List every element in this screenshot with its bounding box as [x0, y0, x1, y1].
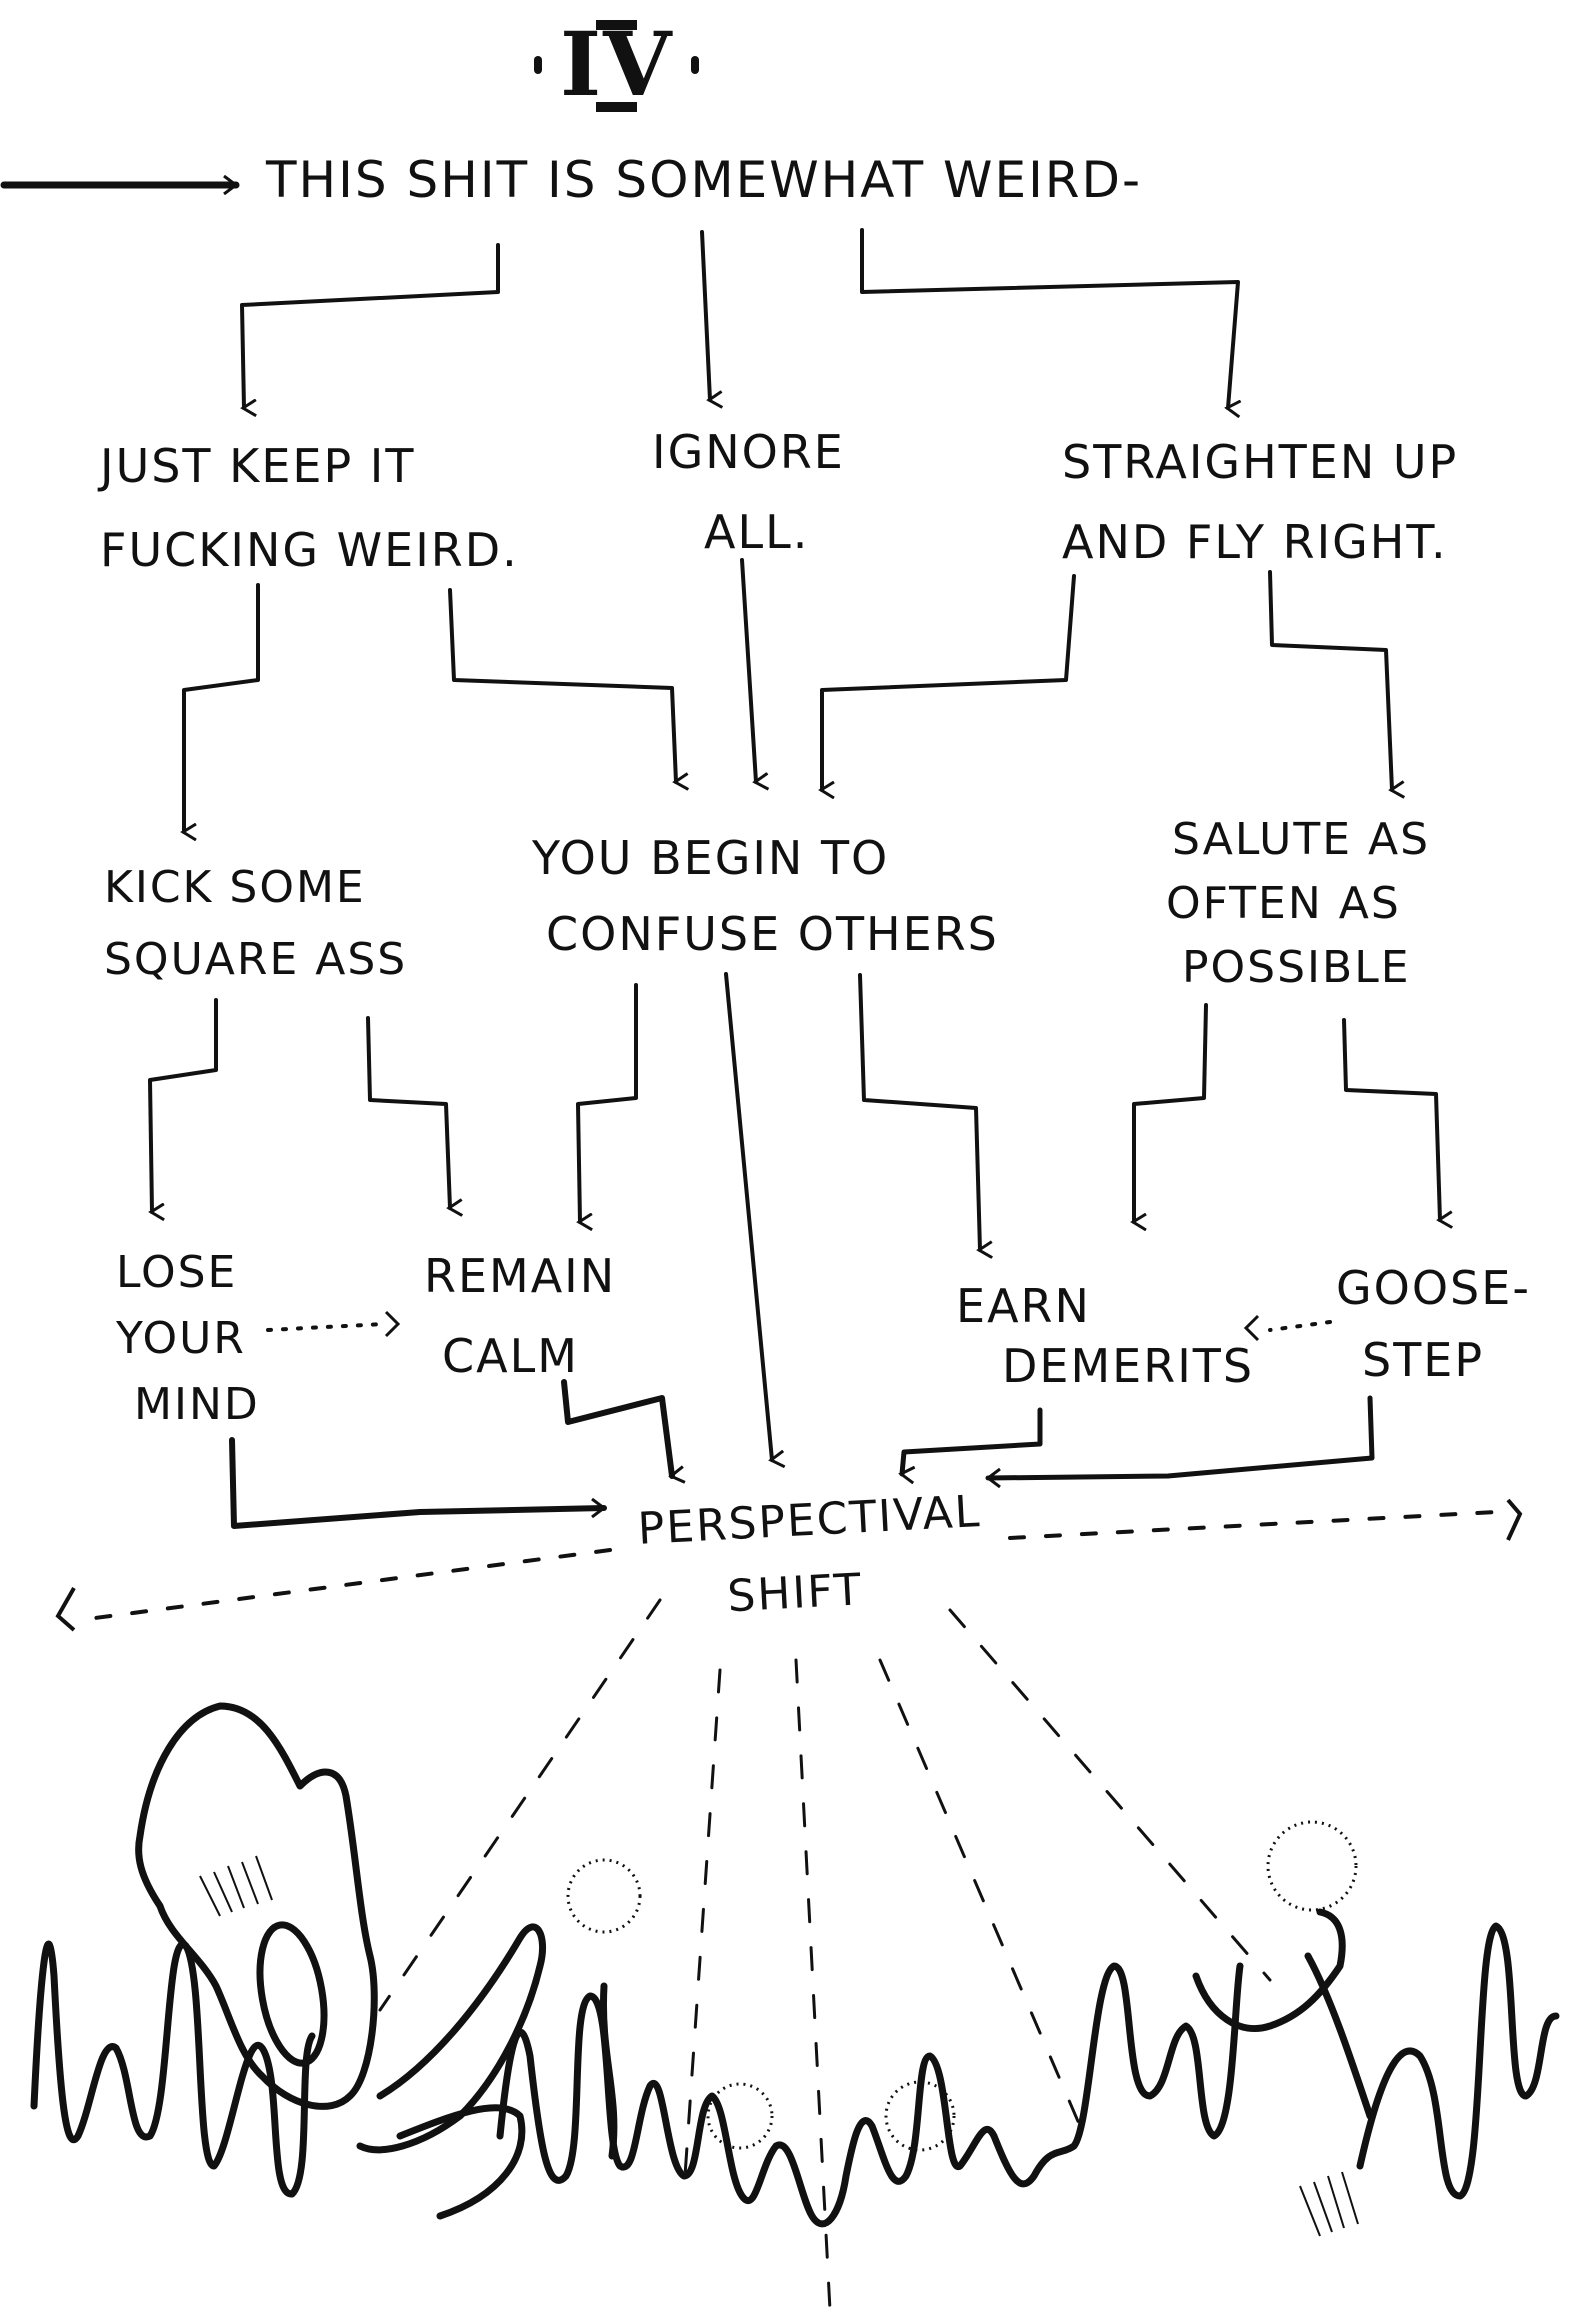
hatching-right	[1299, 2171, 1359, 2237]
glow-4	[1266, 1820, 1358, 1912]
wavy-ground	[30, 1940, 316, 2198]
figure-arm	[356, 1923, 547, 2154]
edge-root-straighten	[860, 228, 1238, 408]
sprout-right	[1304, 1952, 1374, 2120]
edge-confuse-shift	[724, 972, 772, 1460]
node-kick-line-2: square ass	[104, 934, 408, 985]
figure-head	[135, 1702, 378, 2110]
node-perspectival-shift: Perspectival shift	[636, 1476, 987, 1638]
edge-kick-lose-mind	[148, 998, 218, 1212]
node-salute: Salute as often as possible	[1166, 808, 1430, 1000]
edge-confuse-earn	[858, 973, 980, 1250]
edge-keep-weird-confuse	[448, 588, 676, 782]
dotted-arrowhead-left	[1243, 1314, 1260, 1342]
node-straighten: Straighten up and fly right.	[1062, 422, 1458, 582]
right-edge-arrowhead	[1506, 1498, 1523, 1541]
node-earn-demerits-line-1: Earn	[956, 1279, 1091, 1333]
node-goose-step-line-2: step	[1362, 1333, 1485, 1387]
node-lose-mind-line-2: your	[116, 1313, 246, 1364]
node-keep-weird-line-1: Just keep it	[100, 439, 416, 493]
node-goose-step: Goose- step	[1336, 1252, 1531, 1396]
edge-salute-earn	[1134, 1003, 1208, 1222]
ground-illustration	[30, 1702, 1560, 2237]
edge-straighten-confuse	[822, 574, 1076, 790]
node-earn-demerits: Earn demerits	[956, 1276, 1254, 1396]
node-lose-mind-line-3: mind	[134, 1379, 260, 1430]
numeral-dot-left	[534, 56, 542, 74]
figure-eye-lens	[256, 1921, 328, 2067]
edge-earn-shift	[902, 1407, 1043, 1474]
edge-salute-goose	[1342, 1018, 1440, 1220]
wavy-ground-right	[1356, 1922, 1560, 2200]
node-root-line-1: This shit is somewhat weird-	[266, 151, 1143, 209]
node-confuse-line-1: You begin to	[532, 831, 890, 885]
node-ignore-line-1: Ignore	[652, 425, 845, 479]
ray-2	[682, 1668, 722, 2192]
numeral-dot-right	[691, 56, 700, 74]
glow-1	[566, 1858, 642, 1934]
node-ignore: Ignore all.	[652, 412, 845, 572]
ray-4	[878, 1658, 1088, 2142]
hatching-left	[199, 1855, 273, 1917]
chapter-numeral: IV	[534, 12, 700, 116]
node-confuse: You begin to confuse others	[532, 820, 999, 972]
edge-root-ignore	[700, 230, 710, 400]
ray-1	[378, 1598, 662, 2012]
node-straighten-line-1: Straighten up	[1062, 435, 1459, 489]
node-remain-calm: Remain calm	[424, 1236, 616, 1396]
dotted-arrowhead-right	[384, 1310, 401, 1338]
glow-2	[706, 2082, 774, 2150]
node-kick-line-1: Kick some	[104, 862, 366, 913]
edge-root-keep-weird	[240, 243, 500, 408]
edge-lose-shift	[229, 1437, 607, 1529]
node-confuse-line-2: confuse others	[546, 907, 999, 961]
node-lose-mind-line-1: Lose	[116, 1247, 238, 1298]
ray-3	[794, 1658, 832, 2312]
numeral-serif-bottom	[596, 102, 638, 112]
edge-ignore-confuse	[740, 558, 756, 782]
edge-kick-remain	[366, 1016, 450, 1208]
edge-goose-shift	[985, 1395, 1375, 1478]
edge-shift-left-dashed	[78, 1548, 612, 1622]
numeral-serif-top	[596, 20, 638, 30]
figure-shoulder	[396, 2104, 526, 2220]
node-salute-line-1: Salute as	[1172, 814, 1431, 865]
edge-confuse-remain	[576, 983, 638, 1222]
node-earn-demerits-line-2: demerits	[1002, 1339, 1255, 1393]
edge-keep-weird-kick	[184, 583, 260, 832]
node-root: This shit is somewhat weird-	[266, 148, 1142, 213]
edge-shift-right-dashed	[1008, 1510, 1498, 1540]
edge-goose-earn-dotted	[1268, 1320, 1332, 1332]
node-lose-mind: Lose your mind	[116, 1240, 260, 1438]
node-kick: Kick some square ass	[104, 852, 407, 996]
left-edge-arrowhead	[55, 1587, 76, 1632]
node-salute-line-2: often as	[1166, 878, 1401, 929]
edge-straighten-salute	[1268, 570, 1392, 790]
glow-3	[884, 2080, 956, 2152]
node-remain-calm-line-1: Remain	[424, 1249, 617, 1303]
node-goose-step-line-1: Goose-	[1336, 1261, 1531, 1315]
tentacle-hand	[1192, 1908, 1346, 2033]
node-remain-calm-line-2: calm	[442, 1329, 579, 1383]
sprout-left	[599, 1982, 618, 2160]
node-keep-weird: Just keep it fucking weird.	[100, 424, 519, 592]
node-straighten-line-2: and fly right.	[1062, 515, 1448, 569]
edge-remain-shift	[561, 1379, 672, 1476]
node-salute-line-3: possible	[1182, 942, 1411, 993]
node-ignore-line-2: all.	[704, 505, 810, 559]
node-keep-weird-line-2: fucking weird.	[100, 523, 519, 577]
edge-lose-remain-dotted	[266, 1322, 386, 1332]
ray-5	[948, 1608, 1272, 1982]
